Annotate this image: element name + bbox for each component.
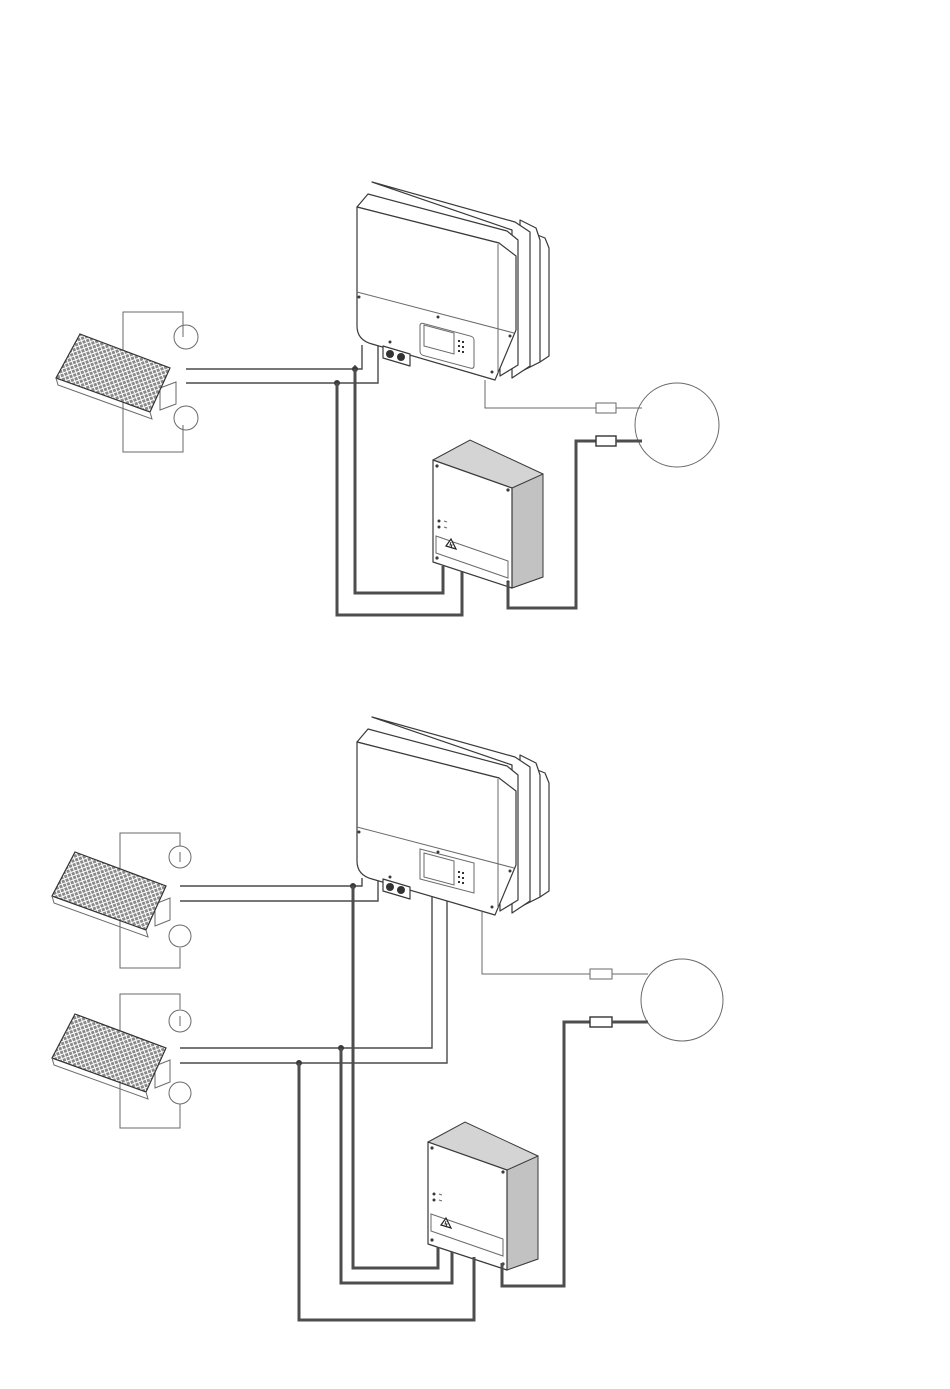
fuse-icon xyxy=(590,969,612,979)
inverter-icon xyxy=(357,182,549,380)
pv-terminal-positive xyxy=(174,325,198,349)
inverter-icon xyxy=(357,717,549,915)
diagram-dual-string xyxy=(52,717,723,1320)
grid-icon xyxy=(641,959,723,1041)
solar-panel-icon xyxy=(52,1014,170,1099)
pv-terminal-negative xyxy=(174,406,198,430)
solar-panel-icon xyxy=(56,334,176,419)
fuse-icon xyxy=(596,436,616,446)
solar-panel-icon xyxy=(52,852,170,937)
grid-icon xyxy=(635,383,719,467)
diagram-single-string xyxy=(56,182,719,615)
fuse-icon xyxy=(596,403,616,413)
meter-box-icon xyxy=(428,1122,538,1270)
fuse-icon xyxy=(590,1017,612,1027)
meter-box-icon xyxy=(433,440,543,588)
